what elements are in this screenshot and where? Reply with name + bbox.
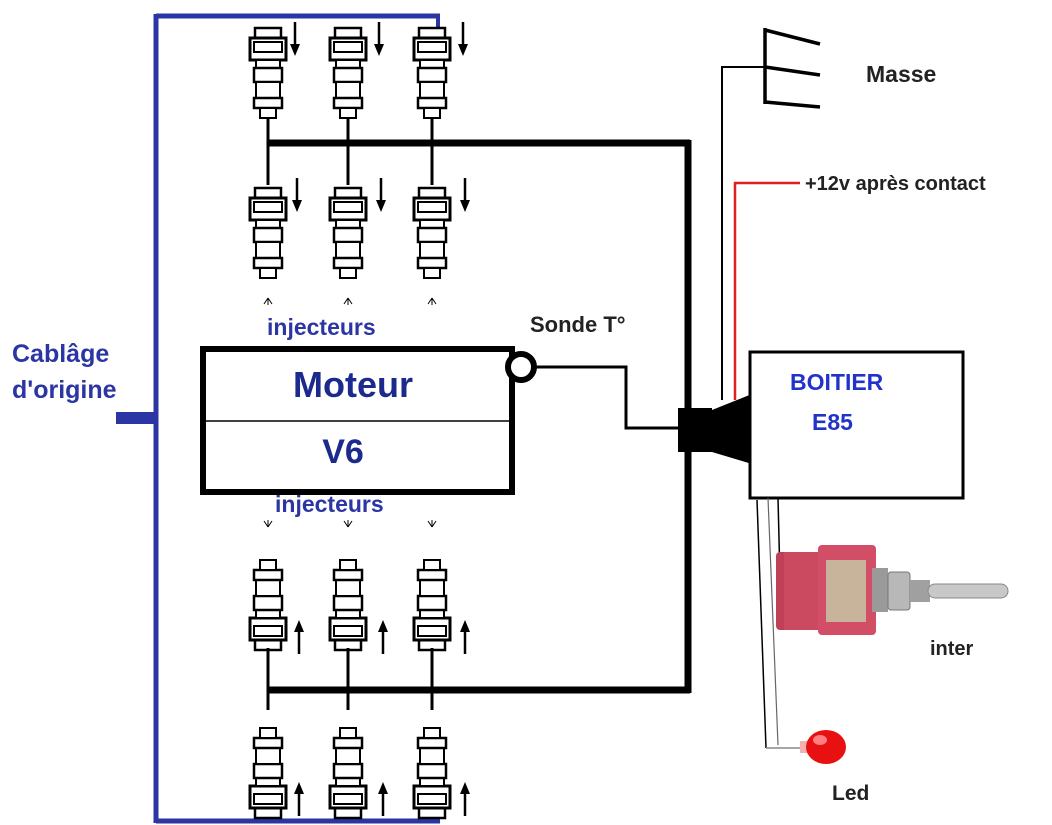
temp-probe-label: Sonde T°: [530, 312, 626, 337]
power-wire: [733, 181, 800, 400]
injectors-bottom-label: injecteurs: [275, 491, 384, 517]
switch-label: inter: [930, 638, 974, 660]
led-label: Led: [832, 782, 869, 805]
injector-bank-bottom: [248, 440, 692, 820]
ground-label: Masse: [866, 61, 936, 87]
injectors-top-label: injecteurs: [267, 314, 376, 340]
temperature-probe-icon: [505, 351, 690, 430]
toggle-switch-icon: [776, 545, 1009, 635]
original-wiring-label: Cablâge d'origine: [12, 340, 117, 404]
ground-wire: [721, 66, 765, 400]
engine-type-label: V6: [322, 433, 364, 471]
power-label: +12v après contact: [805, 173, 986, 195]
engine-block: [200, 346, 515, 495]
original-wiring: [116, 13, 440, 824]
e85-box-label: BOITIER E85: [790, 369, 890, 435]
injector-bank-top: [248, 20, 692, 410]
e85-box: [748, 350, 965, 500]
led-icon: [800, 730, 846, 764]
connector-plug: [678, 394, 752, 464]
ground-symbol-icon: [763, 28, 821, 109]
engine-label: Moteur: [293, 364, 413, 405]
